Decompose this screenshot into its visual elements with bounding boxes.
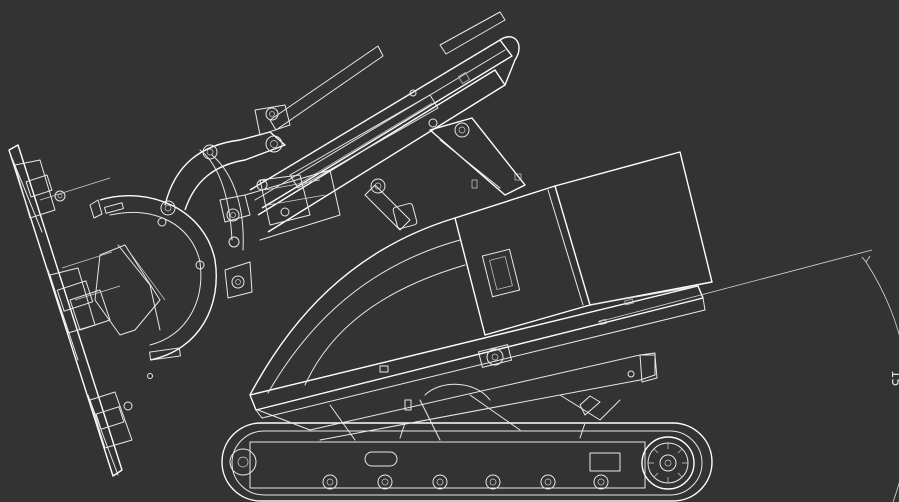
track-frame (249, 441, 646, 489)
body-window (481, 248, 521, 298)
front-tool-plate (8, 144, 153, 477)
c-jaw-outer (99, 195, 217, 361)
gripper-linkage (94, 104, 341, 361)
wrist-block (244, 169, 341, 241)
tool-bar (8, 144, 123, 477)
track-box (589, 452, 621, 472)
boom-rail-lower (257, 69, 506, 233)
tilt-angle-label: 15 (888, 370, 899, 387)
road-wheels (322, 474, 609, 490)
boom-arm (249, 11, 526, 233)
boom-rail-upper (249, 39, 513, 209)
upper-link-arm (164, 131, 286, 211)
dimension-extension-line (597, 249, 873, 323)
rotator-bracket (94, 244, 161, 336)
tilt-angle-dimension: 15 (597, 249, 899, 502)
front-body-curve (249, 217, 456, 396)
idler-wheel (229, 448, 257, 476)
boom-cylinder (289, 94, 439, 189)
hydraulic-cylinder-upper (269, 45, 384, 131)
track-inner-belt (231, 430, 703, 496)
track-outer-belt (221, 422, 713, 502)
crawler-track (221, 422, 713, 502)
track-slot (364, 451, 398, 467)
pivot-pins (157, 107, 283, 289)
lift-cylinder (364, 184, 411, 231)
c-jaw-inner (109, 211, 202, 346)
dimension-arc (865, 261, 899, 502)
boom-support-link (429, 117, 526, 196)
tilted-chassis (249, 151, 713, 441)
hydraulic-rod-top (439, 11, 506, 55)
lower-guard (257, 352, 656, 441)
drive-sprocket (641, 436, 695, 490)
rear-box (554, 151, 713, 306)
